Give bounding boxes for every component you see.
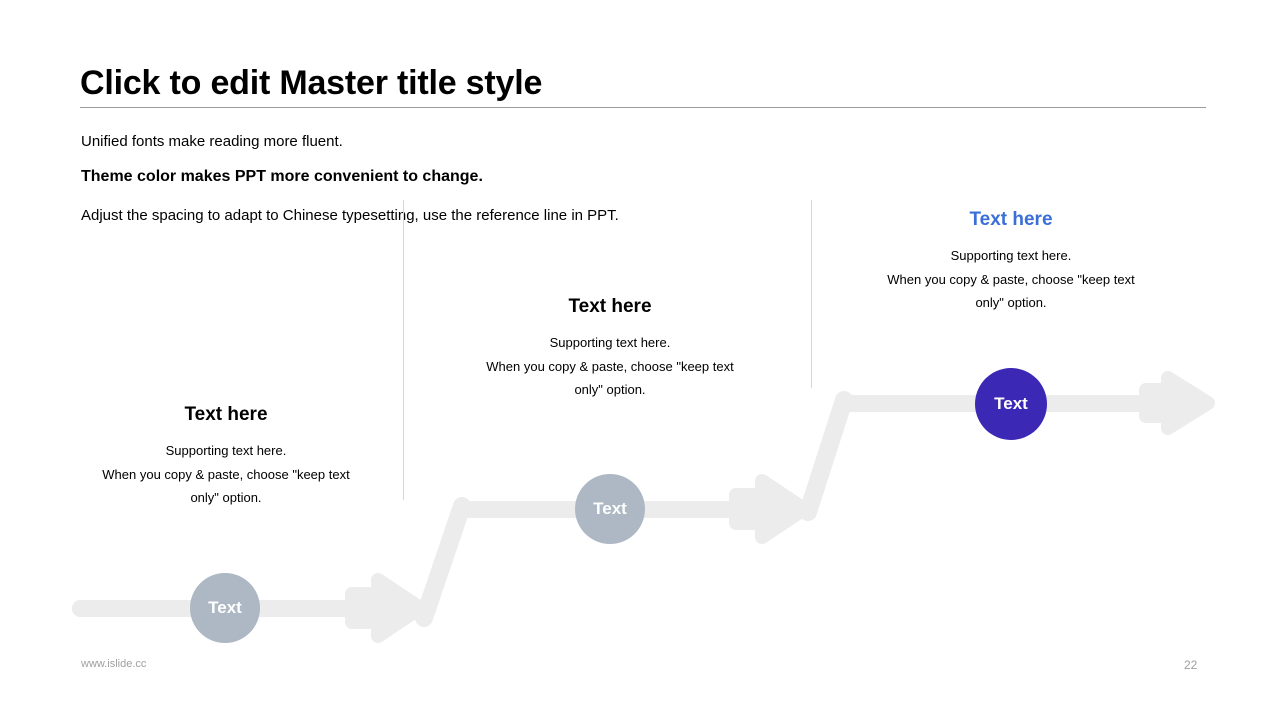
column-2-body: Supporting text here.When you copy & pas… <box>486 335 734 397</box>
flow-node-1[interactable]: Text <box>190 573 260 643</box>
intro-text-line-2: Theme color makes PPT more convenient to… <box>81 168 483 185</box>
column-1-body: Supporting text here.When you copy & pas… <box>102 443 350 505</box>
intro-text-line-3: Adjust the spacing to adapt to Chinese t… <box>81 207 619 224</box>
page-number: 22 <box>1184 658 1198 672</box>
flow-node-2[interactable]: Text <box>575 474 645 544</box>
intro-text-line-1: Unified fonts make reading more fluent. <box>81 133 343 150</box>
column-divider-left <box>403 200 404 500</box>
column-3-heading: Text here <box>969 209 1053 230</box>
column-block-1: Text here Supporting text here.When you … <box>80 402 372 510</box>
flow-node-1-label: Text <box>208 598 242 617</box>
flow-node-2-label: Text <box>593 499 627 518</box>
footer-url: www.islide.cc <box>81 658 147 670</box>
title-divider-rule <box>80 107 1206 108</box>
column-block-3: Text here Supporting text here.When you … <box>865 207 1157 315</box>
flow-node-3[interactable]: Text <box>975 368 1047 440</box>
column-1-heading: Text here <box>184 404 268 425</box>
column-block-2: Text here Supporting text here.When you … <box>464 294 756 402</box>
page-title: Click to edit Master title style <box>80 64 543 102</box>
column-divider-right <box>811 200 812 388</box>
column-3-body: Supporting text here.When you copy & pas… <box>887 248 1135 310</box>
column-2-heading: Text here <box>568 296 652 317</box>
flow-node-3-label: Text <box>994 394 1028 413</box>
